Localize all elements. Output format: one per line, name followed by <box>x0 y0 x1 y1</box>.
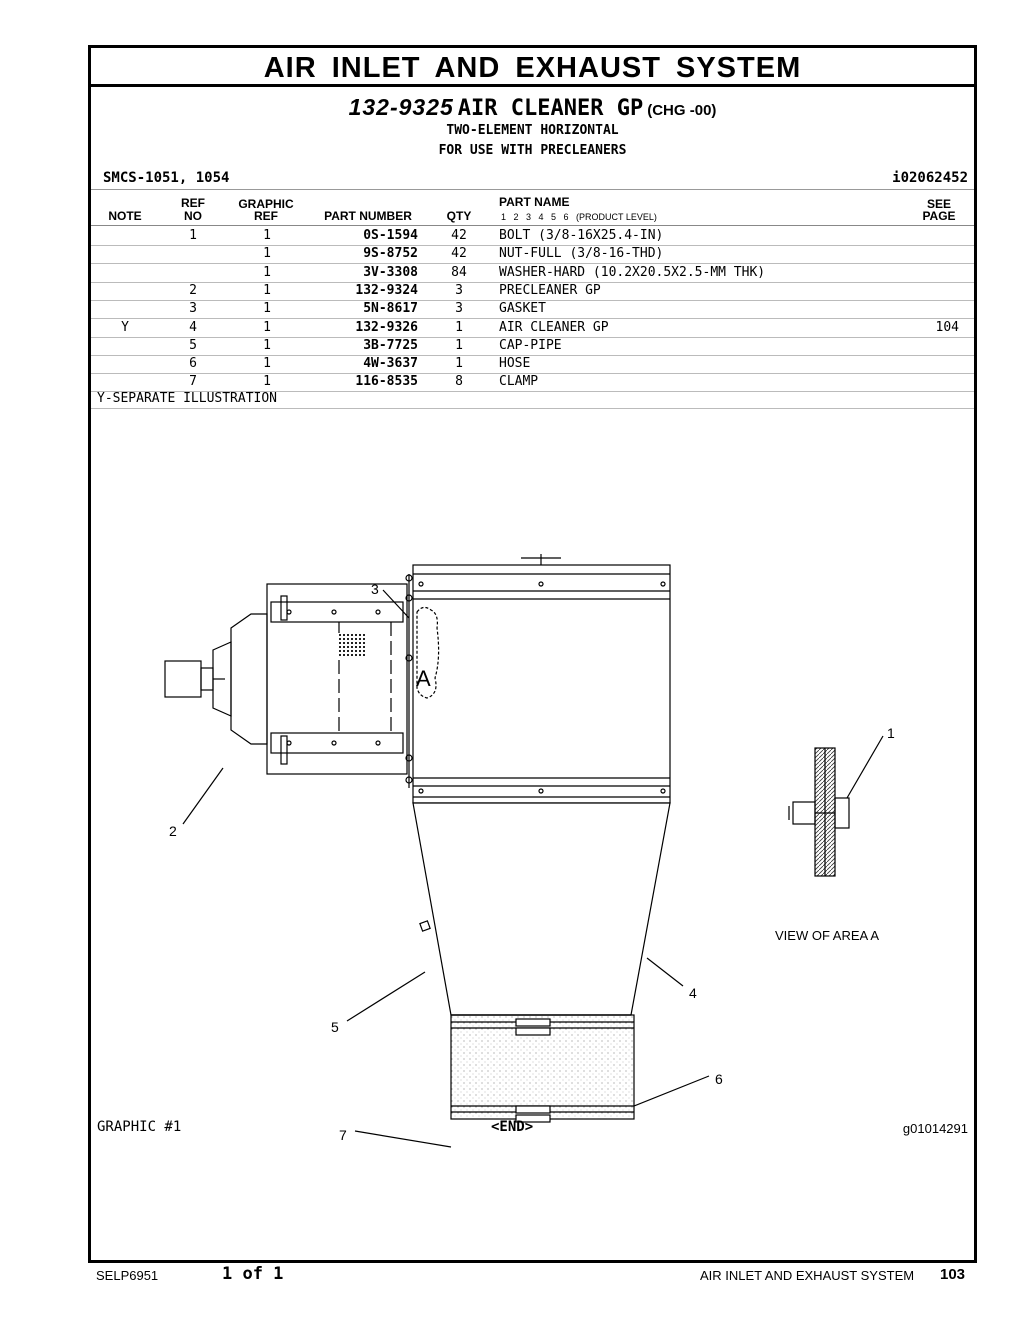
cell-name: WASHER-HARD (10.2X20.5X2.5-MM THK) <box>499 264 766 280</box>
col-ref-bottom: NO <box>184 209 202 223</box>
col-part-number: PART NUMBER <box>324 209 412 223</box>
cell-qty: 42 <box>451 228 467 243</box>
subtitle-2: FOR USE WITH PRECLEANERS <box>438 143 627 158</box>
footer-doc: SELP6951 <box>96 1268 159 1283</box>
cell-ref: 7 <box>189 374 197 390</box>
cell-name: CLAMP <box>499 374 539 390</box>
col-graphic-top: GRAPHIC <box>238 197 294 211</box>
cell-name: BOLT (3/8-16X25.4-IN) <box>499 228 664 243</box>
col-see-bottom: PAGE <box>922 209 956 223</box>
cell-pn: 9S-8752 <box>363 246 418 262</box>
smcs-code: SMCS-1051, 1054 <box>103 170 230 186</box>
cell-qty: 84 <box>451 264 467 280</box>
cell-note: Y <box>121 319 129 335</box>
table-row: 5 1 3B-7725 1 CAP-PIPE <box>91 337 974 356</box>
col-note: NOTE <box>108 209 142 223</box>
cell-ref: 4 <box>189 319 197 335</box>
cell-graphic: 1 <box>263 319 271 335</box>
cell-qty: 1 <box>455 337 463 353</box>
cell-ref: 2 <box>189 282 197 298</box>
cell-pn: 4W-3637 <box>363 356 418 372</box>
subtitle-1: TWO-ELEMENT HORIZONTAL <box>446 123 619 138</box>
callout-2: 2 <box>169 823 177 839</box>
footnote: Y-SEPARATE ILLUSTRATION <box>97 391 278 406</box>
cell-pn: 132-9324 <box>355 282 418 298</box>
graphic-id: g01014291 <box>902 1121 968 1136</box>
view-of-area-a-label: VIEW OF AREA A <box>775 928 879 943</box>
table-row: 7 1 116-8535 8 CLAMP <box>91 373 974 393</box>
cell-name: HOSE <box>499 356 531 372</box>
col-qty: QTY <box>446 209 472 223</box>
cell-name: AIR CLEANER GP <box>499 319 609 335</box>
cell-pn: 132-9326 <box>355 319 418 335</box>
cell-graphic: 1 <box>263 337 271 353</box>
footnote-divider <box>91 408 974 409</box>
cell-qty: 1 <box>455 356 463 372</box>
table-row: 6 1 4W-3637 1 HOSE <box>91 355 974 375</box>
cell-pn: 5N-8617 <box>363 301 418 317</box>
part-title: AIR CLEANER GP <box>457 96 644 121</box>
cell-graphic: 1 <box>263 264 271 280</box>
cell-ref: 6 <box>189 356 197 372</box>
col-ref-top: REF <box>181 196 205 210</box>
graphic-label: GRAPHIC #1 <box>97 1119 182 1135</box>
cell-pn: 3V-3308 <box>363 264 418 280</box>
change-level: (CHG -00) <box>647 102 717 119</box>
part-title-line: 132-9325 AIR CLEANER GP (CHG -00) <box>91 94 974 121</box>
cell-pn: 0S-1594 <box>363 228 418 243</box>
table-row: 1 3V-3308 84 WASHER-HARD (10.2X20.5X2.5-MM … <box>91 264 974 283</box>
callout-5: 5 <box>331 1019 339 1035</box>
cell-see: 104 <box>935 319 959 335</box>
cell-qty: 3 <box>455 282 463 298</box>
cell-graphic: 1 <box>263 246 271 262</box>
table-row: Y 4 1 132-9326 1 AIR CLEANER GP 104 <box>91 319 974 338</box>
col-product-levels: 1 2 3 4 5 6 (PRODUCT LEVEL) <box>501 212 657 222</box>
table-row: 3 1 5N-8617 3 GASKET <box>91 300 974 320</box>
footer-page-number: 103 <box>940 1266 966 1283</box>
cell-name: CAP-PIPE <box>499 337 562 353</box>
document-id: i02062452 <box>892 170 968 186</box>
section-title: AIR INLET AND EXHAUST SYSTEM <box>91 48 974 87</box>
cell-qty: 3 <box>455 301 463 317</box>
air-cleaner-drawing: 3 2 1 4 5 6 7 A VIEW OF AREA A <box>164 554 895 1148</box>
cell-ref: 3 <box>189 301 197 317</box>
cell-name: NUT-FULL (3/8-16-THD) <box>499 246 664 262</box>
cell-name: PRECLEANER GP <box>499 282 601 298</box>
footer-pages: 1 of 1 <box>222 1264 284 1284</box>
cell-graphic: 1 <box>263 356 271 372</box>
column-header-divider <box>91 225 974 226</box>
cell-graphic: 1 <box>263 374 271 390</box>
callout-1: 1 <box>887 725 895 741</box>
col-part-name: PART NAME <box>499 195 570 209</box>
cell-qty: 1 <box>455 319 463 335</box>
page-frame: AIR INLET AND EXHAUST SYSTEM 132-9325 AI… <box>88 45 977 1263</box>
cell-graphic: 1 <box>263 301 271 317</box>
callout-4: 4 <box>689 985 697 1001</box>
footer-section: AIR INLET AND EXHAUST SYSTEM <box>700 1268 915 1283</box>
cell-pn: 3B-7725 <box>363 337 418 353</box>
cell-graphic: 1 <box>263 228 271 243</box>
callout-3: 3 <box>371 581 379 597</box>
callout-6: 6 <box>715 1071 723 1087</box>
table-row: 2 1 132-9324 3 PRECLEANER GP <box>91 282 974 301</box>
end-label: <END> <box>491 1119 534 1135</box>
part-number-title: 132-9325 <box>348 94 454 120</box>
callout-7: 7 <box>339 1127 347 1143</box>
cell-qty: 42 <box>451 246 467 262</box>
cell-ref: 1 <box>189 228 197 243</box>
header-divider <box>91 189 974 190</box>
cell-name: GASKET <box>499 301 546 317</box>
table-row: 1 9S-8752 42 NUT-FULL (3/8-16-THD) <box>91 245 974 265</box>
cell-ref: 5 <box>189 337 197 353</box>
detail-letter-a: A <box>416 666 431 691</box>
cell-pn: 116-8535 <box>355 374 418 390</box>
table-row: 1 1 0S-1594 42 BOLT (3/8-16X25.4-IN) <box>91 227 974 246</box>
col-see-top: SEE <box>926 197 951 211</box>
col-graphic-bottom: REF <box>254 209 278 223</box>
cell-graphic: 1 <box>263 282 271 298</box>
cell-qty: 8 <box>455 374 463 390</box>
